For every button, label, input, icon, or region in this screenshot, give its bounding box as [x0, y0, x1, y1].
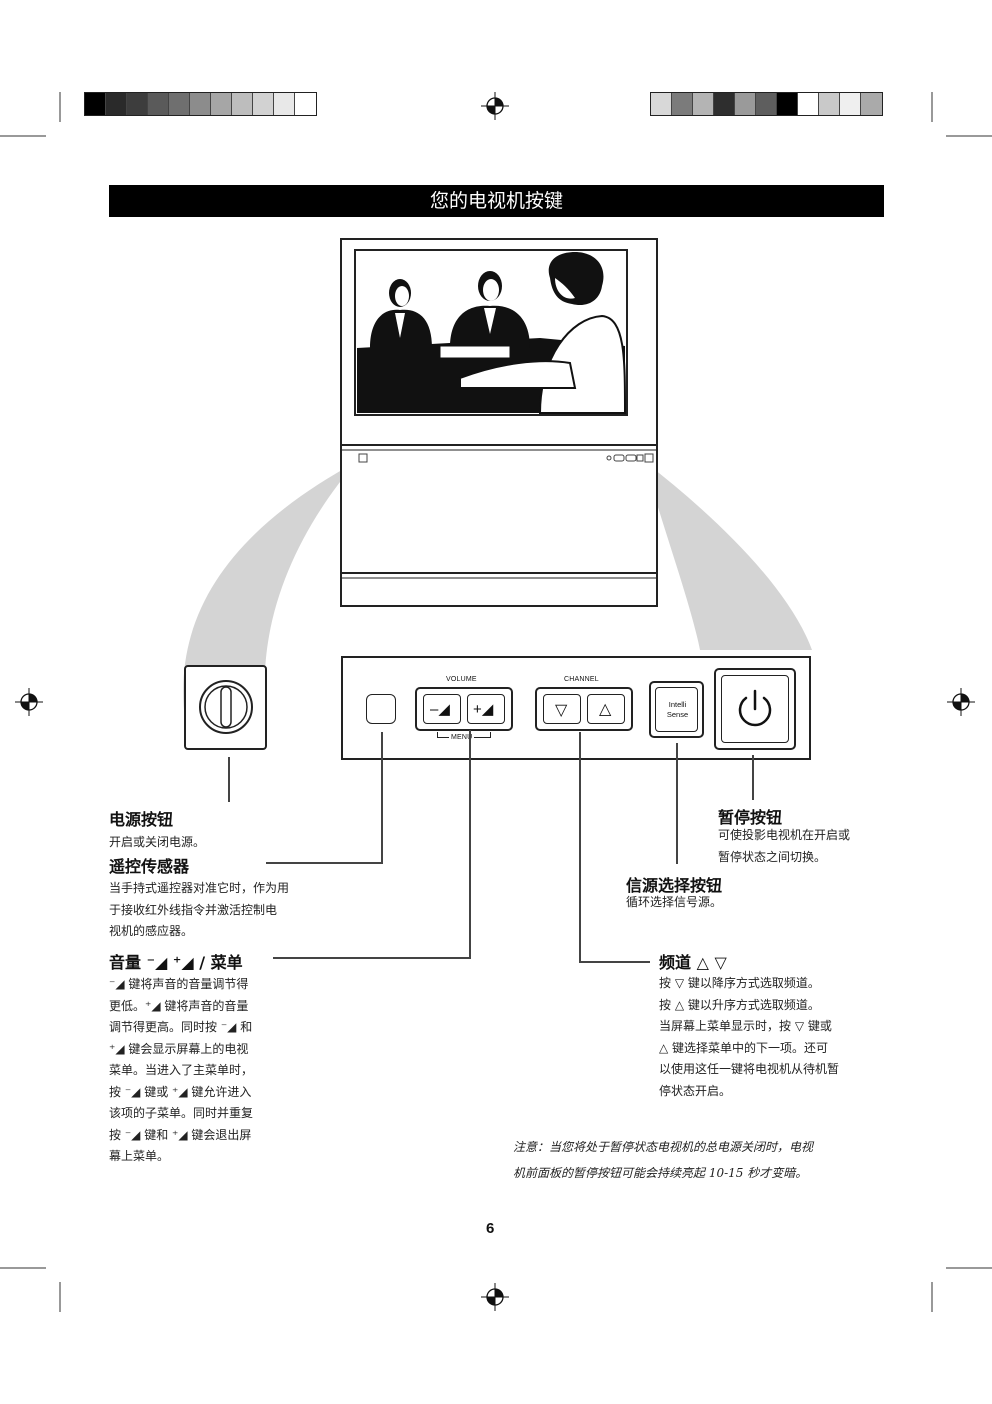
color-swatch — [190, 93, 211, 115]
leader-volume-v — [469, 730, 471, 959]
power-switch-detail — [184, 665, 267, 750]
volume-up-symbol: +◢ — [473, 701, 494, 718]
volume-button-group: –◢ +◢ — [415, 687, 513, 731]
color-swatch — [756, 93, 777, 115]
channel-description: 按 ▽ 键以降序方式选取频道。 按 △ 键以升序方式选取频道。 当屏幕上菜单显示… — [659, 976, 840, 1098]
color-swatch — [106, 93, 127, 115]
volume-description: ⁻◢ 键将声音的音量调节得 更低。⁺◢ 键将声音的音量 调节得更高。同时按 ⁻◢… — [109, 977, 254, 1163]
channel-down-button[interactable]: ▽ — [543, 694, 581, 724]
standby-inner — [721, 675, 789, 743]
registration-mark-bottom — [481, 1283, 509, 1311]
color-swatch — [232, 93, 253, 115]
color-bar-left — [84, 92, 317, 116]
power-description: 开启或关闭电源。 — [109, 835, 206, 849]
leader-sensor-h — [266, 862, 383, 864]
standby-button[interactable] — [714, 668, 796, 750]
standby-description: 可使投影电视机在开启或 暂停状态之间切换。 — [718, 828, 851, 864]
leader-volume-h — [273, 957, 471, 959]
sensor-description: 当手持式遥控器对准它时，作为用 于接收红外线指令并激活控制电 视机的感应器。 — [109, 881, 290, 938]
volume-heading: 音量 ⁻◢ ⁺◢ / 菜单 — [109, 953, 243, 972]
control-panel: VOLUME –◢ +◢ MENU CHANNEL ▽ △ Intelli Se… — [341, 656, 811, 760]
leader-channel-h — [579, 961, 650, 963]
channel-button-group: ▽ △ — [535, 687, 633, 731]
source-description: 循环选择信号源。 — [626, 895, 723, 909]
color-swatch — [735, 93, 756, 115]
color-swatch — [127, 93, 148, 115]
leader-power — [228, 757, 230, 802]
source-heading: 信源选择按钮 — [626, 876, 723, 895]
remote-sensor-window — [366, 694, 396, 724]
color-swatch — [274, 93, 295, 115]
power-heading: 电源按钮 — [109, 810, 174, 829]
color-swatch — [253, 93, 274, 115]
color-swatch — [672, 93, 693, 115]
color-swatch — [651, 93, 672, 115]
color-swatch — [85, 93, 106, 115]
volume-down-button[interactable]: –◢ — [423, 694, 461, 724]
channel-heading: 频道 △ ▽ — [659, 953, 727, 972]
intellisense-button[interactable]: Intelli Sense — [649, 681, 704, 738]
color-swatch — [169, 93, 190, 115]
standby-heading: 暂停按钮 — [718, 808, 783, 827]
volume-down-symbol: –◢ — [430, 701, 450, 718]
color-swatch — [693, 93, 714, 115]
menu-label: MENU — [449, 734, 475, 741]
intellisense-label-2: Sense — [666, 710, 689, 719]
color-bar-right — [650, 92, 883, 116]
leader-standby — [752, 755, 754, 800]
intellisense-inner: Intelli Sense — [655, 687, 698, 732]
color-swatch — [714, 93, 735, 115]
tv-screen-picture — [357, 252, 627, 414]
registration-mark-left — [15, 688, 43, 716]
leader-sensor-v — [381, 732, 383, 864]
leader-source — [676, 743, 678, 864]
color-swatch — [798, 93, 819, 115]
power-icon — [738, 689, 772, 727]
color-swatch — [295, 93, 316, 115]
color-swatch — [840, 93, 861, 115]
leader-channel-v — [579, 732, 581, 963]
page-number: 6 — [486, 1220, 495, 1237]
color-swatch — [211, 93, 232, 115]
channel-up-icon: △ — [599, 701, 612, 718]
color-swatch — [148, 93, 169, 115]
color-swatch — [819, 93, 840, 115]
sensor-heading: 遥控传感器 — [109, 857, 190, 876]
page-title: 您的电视机按键 — [109, 185, 884, 217]
intellisense-label-1: Intelli — [668, 700, 687, 709]
registration-mark-right — [947, 688, 975, 716]
channel-up-button[interactable]: △ — [587, 694, 625, 724]
volume-up-button[interactable]: +◢ — [467, 694, 505, 724]
channel-label: CHANNEL — [564, 676, 599, 683]
color-swatch — [777, 93, 798, 115]
tv-illustration — [340, 238, 658, 607]
note: 注意：当您将处于暂停状态电视机的总电源关闭时，电视 机前面板的暂停按钮可能会持续… — [513, 1140, 814, 1180]
volume-label: VOLUME — [446, 676, 477, 683]
channel-down-icon: ▽ — [555, 702, 568, 719]
registration-mark-top — [481, 92, 509, 120]
color-swatch — [861, 93, 882, 115]
